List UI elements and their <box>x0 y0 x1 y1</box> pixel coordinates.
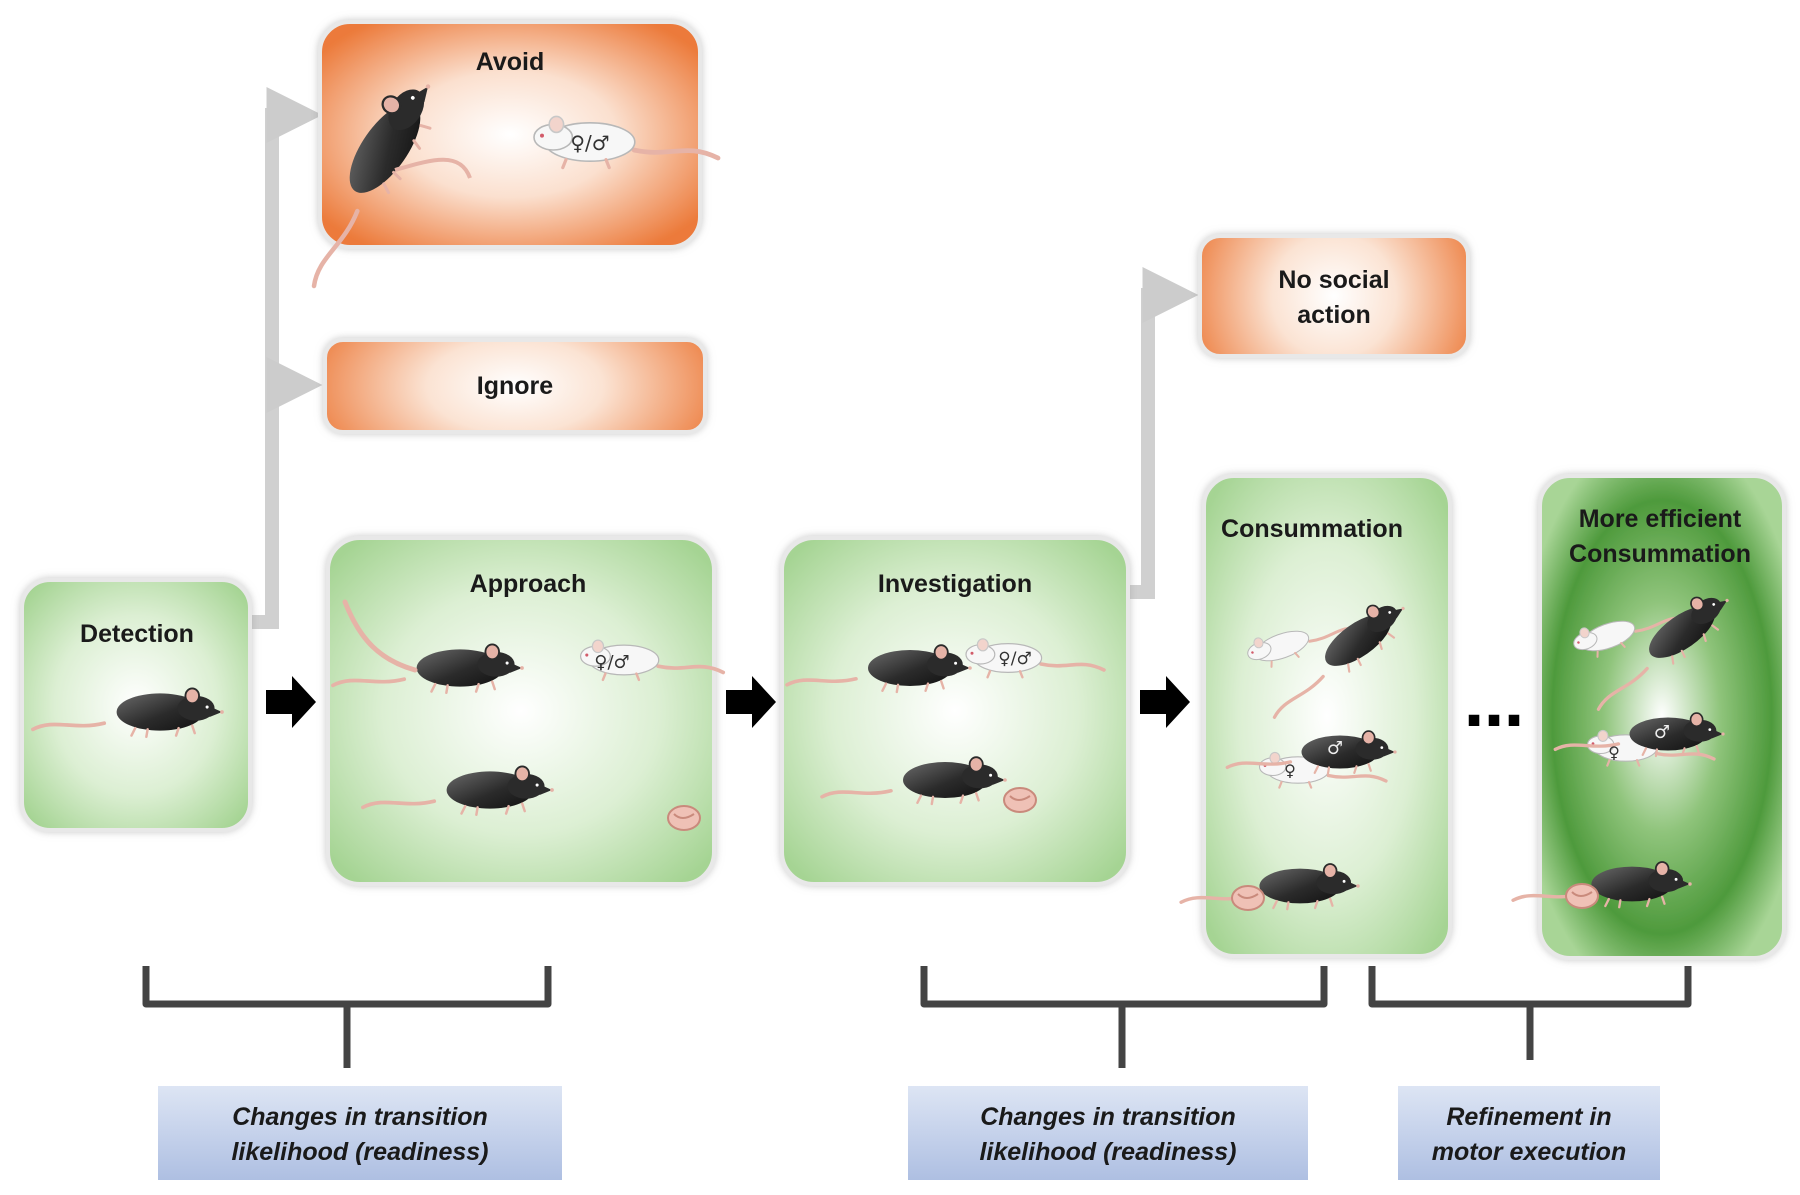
bracket-left <box>142 966 552 1068</box>
detection-label: Detection <box>80 620 194 648</box>
efficient-female-symbol: ♀ <box>1608 743 1620 762</box>
consummation-male-symbol: ♂ <box>1327 738 1343 759</box>
investigation-sex-symbol: ♀/♂ <box>998 649 1031 669</box>
consummation-box <box>1202 474 1452 958</box>
note-right-line2: motor execution <box>1432 1138 1626 1166</box>
no-social-action-box <box>1198 234 1470 358</box>
consummation-pup <box>1231 885 1265 911</box>
avoid-black-mouse-tail <box>394 157 472 179</box>
ignore-label: Ignore <box>477 372 553 400</box>
consummation-label: Consummation <box>1221 515 1403 543</box>
approach-mouse-1-tail <box>342 599 418 673</box>
branch-arrow-no-social <box>1130 267 1199 599</box>
arrow-investigation-to-consummation <box>1140 676 1190 728</box>
approach-sex-symbol: ♀/♂ <box>594 652 629 673</box>
investigation-box <box>780 536 1130 886</box>
arrow-detection-to-approach <box>266 676 316 728</box>
progression-arrows <box>266 676 1190 728</box>
no-social-action-label-line2: action <box>1297 301 1371 329</box>
consummation-female-symbol: ♀ <box>1284 761 1296 780</box>
ellipsis: … <box>1464 671 1524 741</box>
avoid-label: Avoid <box>476 48 545 76</box>
bracket-right <box>1368 966 1692 1060</box>
approach-label: Approach <box>470 570 587 598</box>
brackets <box>142 966 1692 1068</box>
avoid-box <box>318 20 702 249</box>
note-box-left <box>158 1086 562 1180</box>
efficient-consummation-box <box>1538 474 1786 960</box>
note-box-right <box>1398 1086 1660 1180</box>
investigation-pup <box>1003 787 1037 813</box>
avoid-sex-symbol: ♀/♂ <box>570 131 609 155</box>
note-right-line1: Refinement in <box>1446 1103 1611 1131</box>
note-left-line2: likelihood (readiness) <box>231 1138 488 1166</box>
branch-arrow-avoid-ignore <box>252 87 323 629</box>
efficient-label-line1: More efficient <box>1579 505 1742 533</box>
branch-arrows <box>252 87 1199 629</box>
note-left-line1: Changes in transition <box>232 1103 488 1131</box>
note-box-mid <box>908 1086 1308 1180</box>
note-mid-line1: Changes in transition <box>980 1103 1236 1131</box>
efficient-pup <box>1565 883 1599 909</box>
approach-pup <box>667 805 701 831</box>
bracket-mid <box>920 966 1328 1068</box>
approach-box <box>326 536 716 886</box>
efficient-male-symbol: ♂ <box>1654 722 1670 743</box>
efficient-label-line2: Consummation <box>1569 540 1751 568</box>
note-mid-line2: likelihood (readiness) <box>979 1138 1236 1166</box>
no-social-action-label-line1: No social <box>1278 266 1389 294</box>
arrow-approach-to-investigation <box>726 676 776 728</box>
ignore-box <box>323 338 707 434</box>
investigation-label: Investigation <box>878 570 1032 598</box>
